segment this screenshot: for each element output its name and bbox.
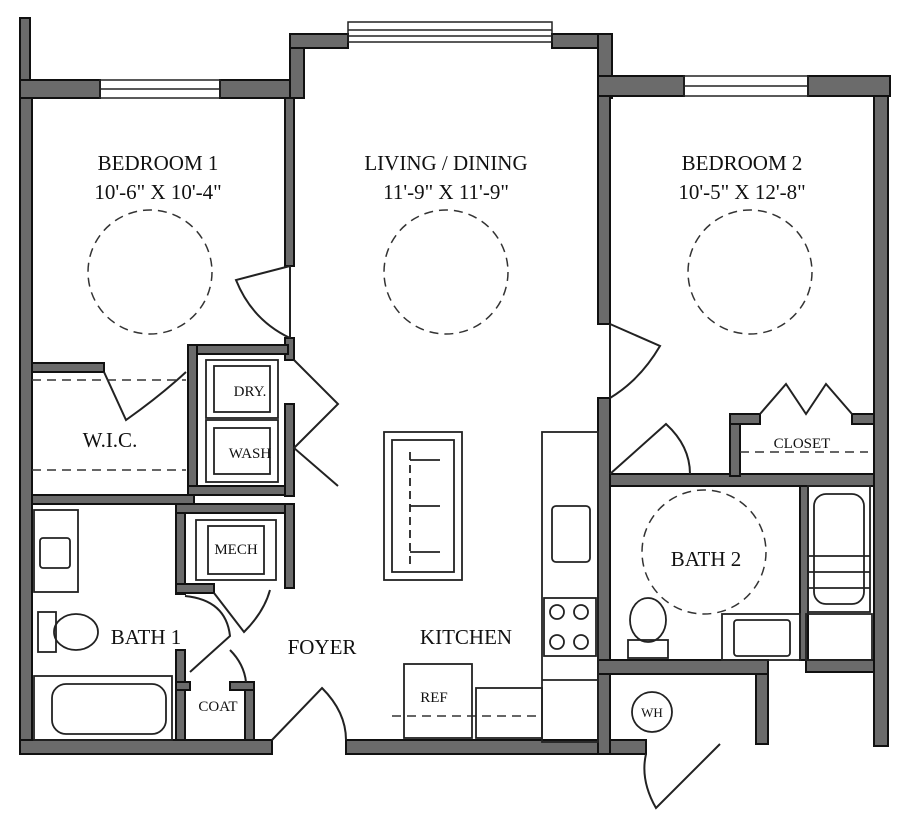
walls xyxy=(19,17,891,755)
light-fixture-bedroom2 xyxy=(687,209,813,335)
kitchen-island xyxy=(383,431,463,581)
ref-label: REF xyxy=(420,690,448,706)
washer-box xyxy=(205,419,279,483)
bath1-label: BATH 1 xyxy=(111,625,182,649)
doors xyxy=(103,265,853,810)
ceiling-fixtures xyxy=(32,209,868,717)
bedroom2-dims: 10'-5" X 12'-8" xyxy=(678,180,805,204)
kitchen-sink xyxy=(551,505,591,563)
living-dining-label: LIVING / DINING xyxy=(364,151,527,175)
light-fixture-bedroom1 xyxy=(87,209,213,335)
kitchen-label: KITCHEN xyxy=(420,625,512,649)
light-fixture-living xyxy=(383,209,509,335)
wic-label: W.I.C. xyxy=(83,428,138,452)
kitchen-counter xyxy=(541,431,599,743)
refrigerator xyxy=(403,663,473,739)
dryer-label: DRY. xyxy=(234,384,267,400)
windows xyxy=(99,21,809,99)
closet-label: CLOSET xyxy=(774,436,831,452)
range xyxy=(543,597,597,657)
bath1-tub xyxy=(33,675,173,741)
labels: BEDROOM 1 10'-6" X 10'-4" LIVING / DININ… xyxy=(83,151,831,720)
wh-label: WH xyxy=(641,705,663,720)
foyer-label: FOYER xyxy=(288,635,357,659)
bath2-label: BATH 2 xyxy=(671,547,742,571)
bath1-toilet xyxy=(53,613,99,651)
bath1-vanity xyxy=(33,509,79,593)
bedroom1-label: BEDROOM 1 xyxy=(98,151,219,175)
fixtures xyxy=(33,359,873,743)
bedroom2-label: BEDROOM 2 xyxy=(682,151,803,175)
bath2-vanity xyxy=(721,613,801,661)
coat-label: COAT xyxy=(198,699,237,715)
bath2-tub xyxy=(807,485,871,613)
water-heater xyxy=(631,691,673,733)
living-dining-dims: 11'-9" X 11'-9" xyxy=(383,180,509,204)
dryer-box xyxy=(205,359,279,419)
bedroom1-dims: 10'-6" X 10'-4" xyxy=(94,180,221,204)
washer-label: WASH xyxy=(229,446,272,462)
bath2-toilet xyxy=(629,597,667,643)
light-fixture-bath2 xyxy=(641,489,767,615)
mech-label: MECH xyxy=(214,542,258,558)
